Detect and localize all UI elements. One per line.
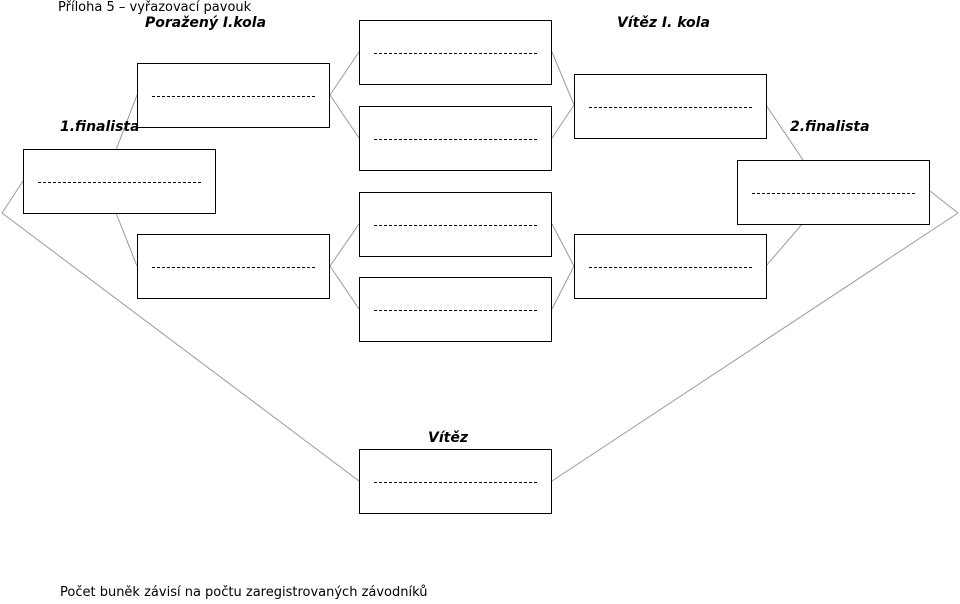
loser-cell-2[interactable] xyxy=(137,234,330,299)
entry-line xyxy=(374,224,537,226)
entry-line xyxy=(374,138,537,140)
footnote: Počet buněk závisí na počtu zaregistrova… xyxy=(60,585,428,600)
winner-round1-label: Vítěz I. kola xyxy=(617,15,710,31)
entry-line xyxy=(38,181,201,183)
entry-line xyxy=(152,95,315,97)
round1-cell-2[interactable] xyxy=(359,106,552,171)
entry-line xyxy=(374,481,537,483)
winner-cell-2[interactable] xyxy=(574,234,767,299)
finalist-1-cell[interactable] xyxy=(23,149,216,214)
round1-cell-3[interactable] xyxy=(359,192,552,257)
winner-cell[interactable] xyxy=(359,449,552,514)
loser-round1-label: Poražený I.kola xyxy=(145,15,267,31)
winner-label: Vítěz xyxy=(428,430,468,446)
finalist-1-label: 1.finalista xyxy=(60,119,140,135)
winner-cell-1[interactable] xyxy=(574,74,767,139)
finalist-2-cell[interactable] xyxy=(737,160,930,225)
entry-line xyxy=(152,266,315,268)
round1-cell-4[interactable] xyxy=(359,277,552,342)
entry-line xyxy=(374,309,537,311)
entry-line xyxy=(374,52,537,54)
finalist-2-label: 2.finalista xyxy=(790,119,870,135)
entry-line xyxy=(589,106,752,108)
entry-line xyxy=(752,192,915,194)
entry-line xyxy=(589,266,752,268)
page-title: Příloha 5 – vyřazovací pavouk xyxy=(58,0,252,15)
loser-cell-1[interactable] xyxy=(137,63,330,128)
round1-cell-1[interactable] xyxy=(359,20,552,85)
